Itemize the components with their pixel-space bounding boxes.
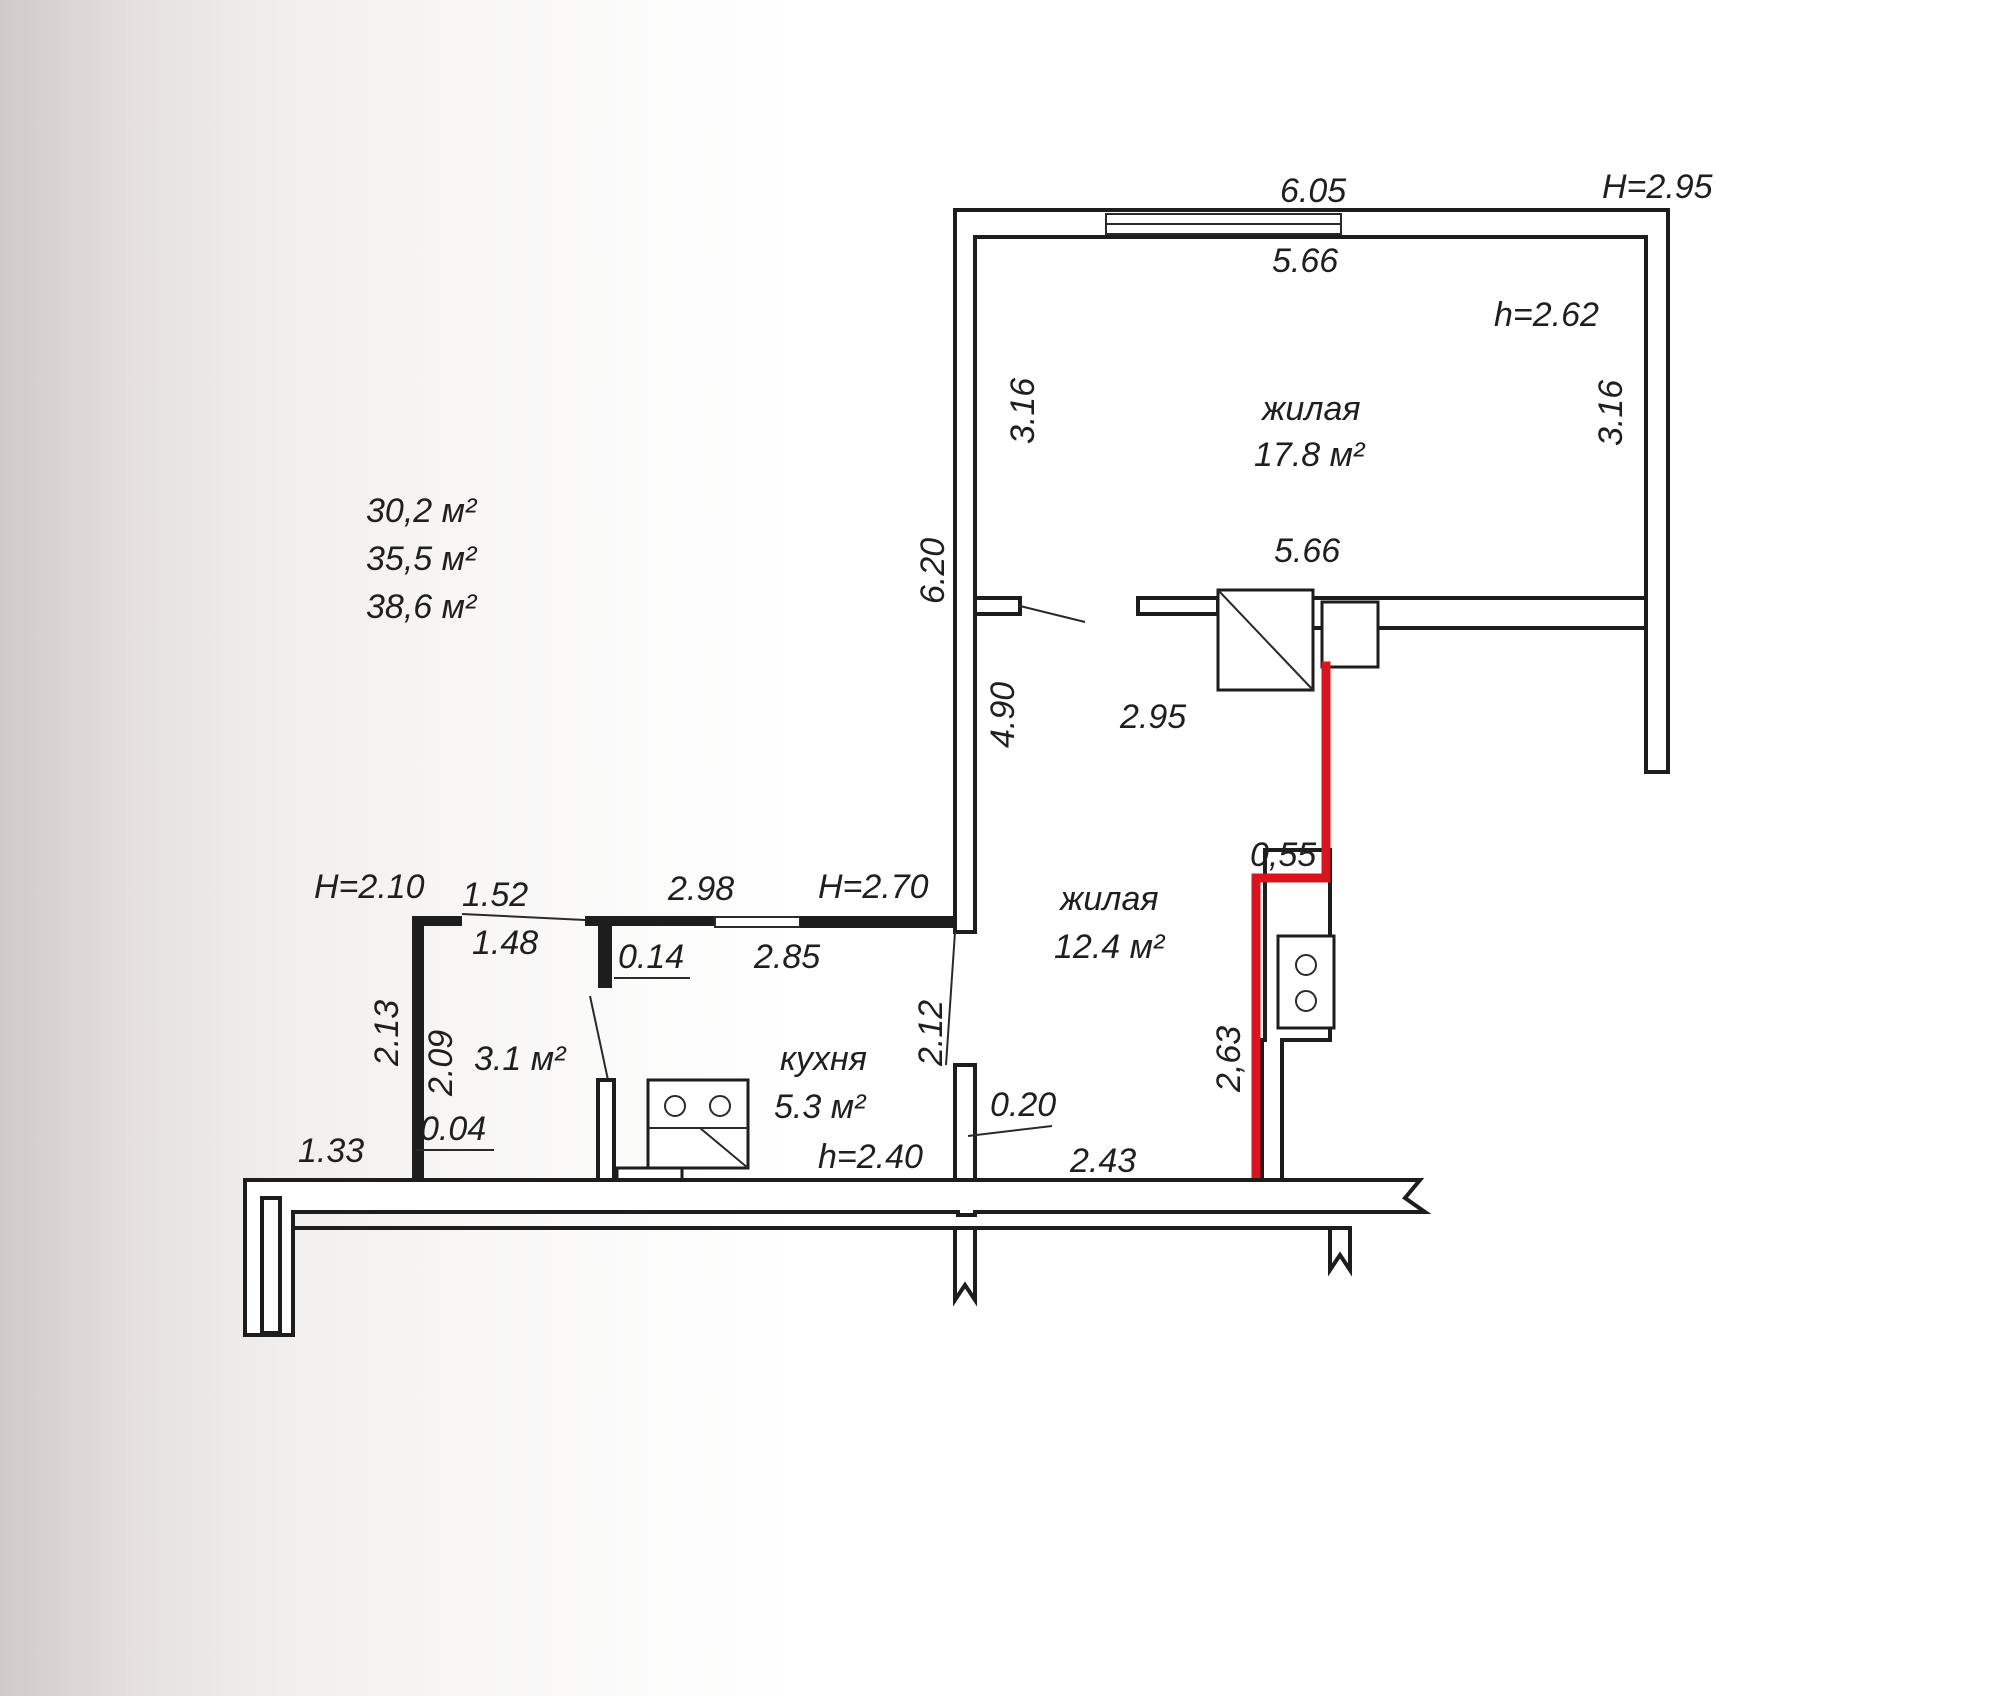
room-area-living-bottom: 12.4 м² bbox=[1054, 928, 1166, 966]
dim-red-offset: 0,55 bbox=[1250, 836, 1316, 874]
height-left: H=2.10 bbox=[314, 868, 425, 906]
vent-shaft-diagonal bbox=[1217, 589, 1314, 691]
dim-wall-020: 0.20 bbox=[990, 1086, 1056, 1124]
window-kitchen bbox=[714, 916, 801, 928]
door-bath-top bbox=[461, 913, 586, 921]
dim-bottom-width: 2.43 bbox=[1069, 1142, 1136, 1180]
stove-kitchen-diagonal bbox=[699, 1127, 749, 1169]
dim-bath-top-outer: 1.52 bbox=[462, 876, 528, 914]
corridor-inner-strip bbox=[260, 1196, 282, 1335]
bath-left-wall bbox=[412, 916, 424, 1186]
corridor-wall bbox=[243, 1178, 1432, 1337]
dim-bath-left-inner: 2.09 bbox=[422, 1030, 460, 1097]
stove-living bbox=[1276, 934, 1336, 1030]
bath-kitchen-wall-lower bbox=[596, 1078, 616, 1194]
kitchen-top-wall bbox=[800, 916, 955, 928]
door-bath-side bbox=[589, 995, 609, 1081]
wall-upper-outline bbox=[953, 208, 1670, 934]
room-area-living-top: 17.8 м² bbox=[1254, 436, 1366, 474]
dim-room-right: 3.16 bbox=[1592, 380, 1630, 446]
dim-kitchen-top-inner: 2.85 bbox=[753, 938, 820, 976]
bath-kitchen-wall-upper bbox=[598, 916, 612, 988]
room-area-kitchen: 5.3 м² bbox=[774, 1088, 867, 1126]
dim-outer-left: 6.20 bbox=[914, 538, 952, 604]
total-area-2: 35,5 м² bbox=[366, 540, 478, 578]
dim-partition-width: 5.66 bbox=[1274, 532, 1340, 570]
kitchen-right-wall bbox=[953, 1063, 977, 1187]
bath-top-wall bbox=[412, 916, 462, 926]
room-name-living-bottom: жилая bbox=[1058, 880, 1159, 918]
dim-room-left: 3.16 bbox=[1004, 378, 1042, 444]
room-height-top: h=2.62 bbox=[1494, 296, 1599, 334]
dim-red-height: 2,63 bbox=[1210, 1026, 1248, 1093]
stove-burner bbox=[1295, 954, 1317, 976]
dim-lower-left: 4.90 bbox=[984, 682, 1022, 748]
dim-wall-004: 0.04 bbox=[420, 1110, 486, 1148]
dim-top-outer: 6.05 bbox=[1280, 172, 1346, 210]
dim-left-stub: 1.33 bbox=[298, 1132, 364, 1170]
duct-box bbox=[1320, 600, 1380, 669]
height-top-right: H=2.95 bbox=[1602, 168, 1713, 206]
room-name-living-top: жилая bbox=[1260, 390, 1361, 428]
dim-kitchen-right: 2.12 bbox=[912, 1000, 950, 1067]
door-kitchen bbox=[945, 931, 956, 1066]
room-height-kitchen: h=2.40 bbox=[818, 1138, 923, 1176]
dim-bath-left-outer: 2.13 bbox=[368, 1000, 406, 1067]
stove-burner bbox=[1295, 990, 1317, 1012]
bath-kitchen-wall-top bbox=[585, 916, 715, 926]
total-area-1: 30,2 м² bbox=[366, 492, 478, 530]
total-area-3: 38,6 м² bbox=[366, 588, 478, 626]
dim-kitchen-top-outer: 2.98 bbox=[667, 870, 734, 908]
stove-burner bbox=[709, 1095, 731, 1117]
partition-stub-mid bbox=[1136, 596, 1220, 616]
door-partition bbox=[1019, 605, 1086, 623]
highlighted-wall bbox=[1251, 661, 1331, 1181]
dim-top-inner: 5.66 bbox=[1272, 242, 1338, 280]
partition-stub-left bbox=[973, 596, 1022, 616]
dim-lower-width: 2.95 bbox=[1119, 698, 1186, 736]
dim-bath-top-inner: 1.48 bbox=[472, 924, 538, 962]
stove-burner bbox=[664, 1095, 686, 1117]
height-middle: H=2.70 bbox=[818, 868, 929, 906]
room-name-kitchen: кухня bbox=[780, 1040, 867, 1078]
dim-wall-014: 0.14 bbox=[618, 938, 684, 976]
dim-leader-020 bbox=[967, 1125, 1053, 1137]
room-area-bath: 3.1 м² bbox=[474, 1040, 567, 1078]
